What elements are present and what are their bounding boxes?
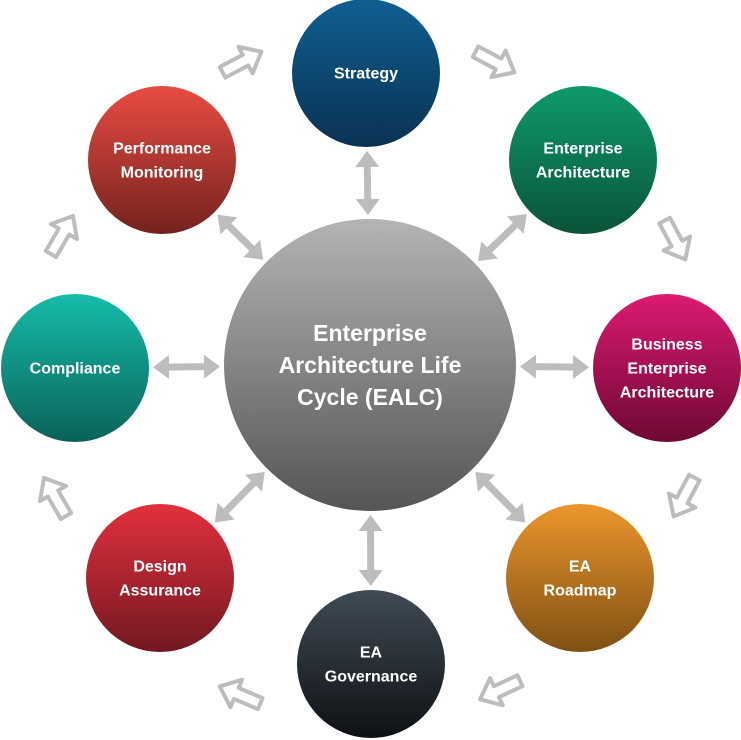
label-line: EA (360, 645, 383, 662)
label-line: Strategy (334, 66, 398, 83)
double-arrow-icon (355, 150, 380, 216)
node-ea-roadmap[interactable]: EA Roadmap (506, 504, 654, 652)
double-arrow-icon (478, 214, 527, 261)
label-line: Architecture (620, 385, 714, 402)
label-line: Monitoring (121, 165, 204, 182)
label-line: Roadmap (544, 583, 617, 600)
label-line: Enterprise (313, 320, 427, 346)
label-line: Design (133, 559, 186, 576)
label-line: Assurance (119, 583, 201, 600)
node-label: Compliance (30, 361, 121, 378)
cycle-arrow-icon (478, 673, 525, 708)
double-arrow-icon (214, 471, 265, 523)
label-line: Architecture Life (279, 352, 462, 378)
label-line: Architecture (536, 165, 630, 182)
cycle-arrow-icon (217, 677, 265, 712)
node-ea-governance[interactable]: EA Governance (297, 590, 445, 738)
double-arrow-icon (217, 214, 264, 260)
double-arrow-icon (358, 514, 383, 587)
double-arrow-icon (475, 471, 526, 523)
label-line: Compliance (30, 361, 121, 378)
cycle-arrow-icon (38, 475, 74, 522)
node-compliance[interactable]: Compliance (1, 294, 149, 442)
label-line: Business (631, 337, 702, 354)
cycle-arrow-icon (470, 44, 517, 80)
cycle-arrow-icon (43, 213, 79, 260)
cycle-arrow-icon (217, 44, 264, 80)
double-arrow-icon (152, 354, 221, 380)
label-line: EA (569, 559, 592, 576)
label-line: Enterprise (543, 141, 622, 158)
double-arrow-icon (519, 354, 590, 380)
label-line: Performance (113, 141, 211, 158)
cycle-arrows (38, 44, 702, 712)
node-strategy[interactable]: Strategy (292, 0, 440, 147)
node-label: Strategy (334, 66, 398, 83)
label-line: Governance (325, 669, 418, 686)
connectors (152, 150, 590, 587)
node-label: EA Roadmap (544, 559, 617, 600)
label-line: Cycle (EALC) (297, 384, 443, 410)
cycle-arrow-icon (657, 215, 693, 262)
label-line: Enterprise (627, 361, 706, 378)
node-label: EA Governance (325, 645, 418, 686)
cycle-arrow-icon (666, 472, 702, 519)
